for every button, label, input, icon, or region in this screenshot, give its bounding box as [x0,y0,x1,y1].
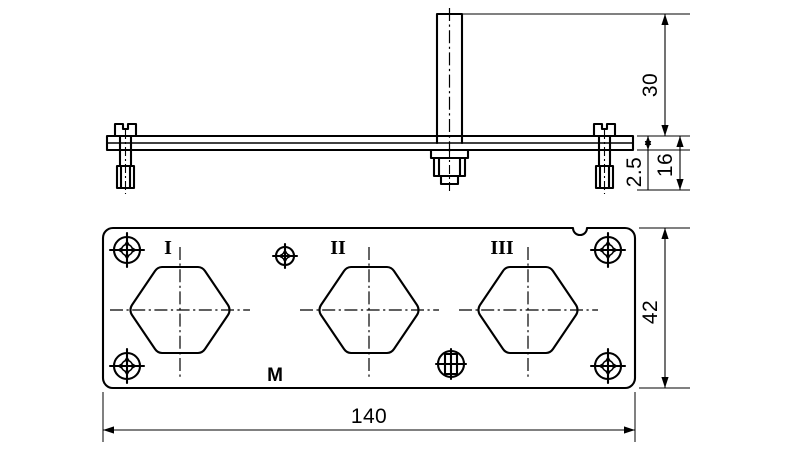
center-target-marker [271,242,299,270]
dimension-label-16: 16 [654,153,677,177]
corner-fastener-bottom-left [108,347,146,385]
plan-dimensions: 42 140 [102,227,690,442]
dimension-label-140: 140 [351,405,387,428]
dimension-length-140: 140 [103,405,635,434]
vertical-stud [435,8,464,152]
hex-label-3: III [490,237,514,259]
marker-label-m: M [267,365,283,386]
front-elevation-view [105,8,635,194]
slotted-screw-left [113,122,138,194]
slotted-screw-right [592,122,617,194]
slot-target-marker [434,347,468,381]
dimension-width-42: 42 [639,228,669,388]
elevation-dimensions: 30 2.5 16 [452,13,690,191]
plate-edge-bar [105,134,635,152]
dimension-thickness-2_5: 2.5 [623,136,652,190]
hex-boss-1: I [110,237,250,378]
corner-fastener-top-right [589,231,627,269]
hex-label-2: II [330,237,346,259]
dimension-label-42: 42 [639,300,662,324]
dimension-label-30: 30 [639,73,662,97]
corner-fastener-bottom-right [589,347,627,385]
hex-boss-3: III [459,237,598,378]
dimension-height-16: 16 [654,136,684,190]
plate-outline [101,226,637,390]
hex-nut [429,148,470,192]
hex-boss-2: II [300,237,439,378]
hex-label-1: I [164,237,172,259]
plan-view: I II III [101,226,637,390]
dimension-height-30: 30 [639,14,669,136]
corner-fastener-top-left [108,231,146,269]
dimension-label-2-5: 2.5 [623,157,646,187]
